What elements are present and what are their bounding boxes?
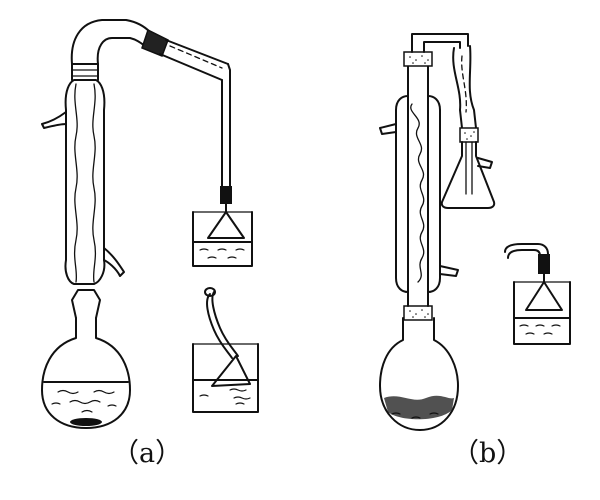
absorption-beaker-b	[504, 243, 571, 345]
conical-flask-b	[440, 141, 496, 209]
stopper-conical-flask	[459, 127, 479, 143]
reflux-condenser-b	[379, 51, 459, 307]
round-bottom-flask-b	[379, 305, 459, 431]
stopper-b-lower	[403, 305, 433, 321]
reflux-condenser-a	[41, 63, 125, 285]
caption-b: （b）	[452, 438, 524, 469]
flask-adapter-a	[71, 289, 101, 319]
bent-glass-tube-a	[70, 19, 232, 204]
stopper-b-upper	[403, 51, 433, 67]
round-bottom-flask-a	[41, 317, 131, 429]
apparatus-a	[41, 19, 259, 429]
apparatus-b	[379, 33, 571, 431]
connecting-tube-b	[411, 33, 479, 143]
absorption-beaker-upper-a	[192, 203, 253, 267]
caption-a: （a）	[112, 438, 183, 469]
absorption-beaker-lower-a	[192, 287, 259, 413]
